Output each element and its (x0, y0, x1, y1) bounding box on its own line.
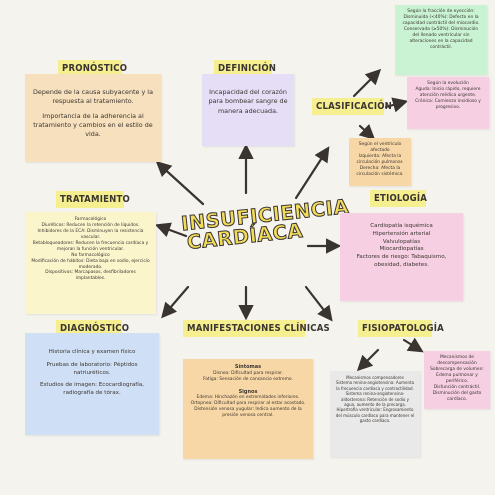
tratamiento-note: Farmacológico Diuréticos: Reducen la ret… (25, 212, 156, 314)
etiologia-item-0: Cardiopatía isquémica (370, 223, 433, 229)
sintoma-item-1: Disnea: Dificultad para respirar. (213, 370, 283, 376)
pronostico-text-2: Importancia de la adherencia al tratamie… (33, 111, 153, 139)
fisio-right-item-3: Disminución del gasto cardíaco. (432, 390, 482, 402)
tratamiento-line-4: No farmacológico (71, 252, 110, 258)
definicion-title: DEFINICIÓN (214, 60, 276, 77)
etiologia-item-1: Hipertensión arterial (372, 230, 431, 237)
arrow-clasif-to-fraccion (352, 68, 382, 98)
etiologia-item-3: Miocardiopatías (379, 246, 424, 253)
signo-item-2: Ortopnea: Dificultad para respirar al es… (190, 401, 306, 407)
fisiopatologia-title: FISIOPATOLOGÍA (358, 320, 444, 337)
etiologia-note: Cardiopatía isquémica Hipertensión arter… (340, 213, 463, 301)
tratamiento-line-6: Dispositivos: Marcapasos, desfibriladore… (45, 270, 136, 282)
pronostico-title: PRONÓSTICO (58, 60, 127, 77)
arrow-clasif-to-ventriculo (358, 123, 376, 140)
fisiopatologia-left-note: Mecanismos compensadores Sistema renina-… (330, 371, 420, 457)
manifestaciones-note: Síntomas Disnea: Dificultad para respira… (183, 359, 313, 459)
arrow-to-tratamiento (154, 222, 188, 238)
clasificacion-title: CLASIFICACIÓN (312, 98, 392, 115)
definicion-text: Incapacidad del corazón para bombear san… (208, 88, 288, 115)
clasificacion-evolucion-note: Según la evolución Aguda: Inicio rápido,… (407, 77, 489, 129)
signo-item-3: Distensión venosa yugular: Indica aument… (194, 407, 302, 419)
diagnostico-note: Historia clínica y examen físico Pruebas… (25, 333, 159, 435)
ventriculo-head: Según el ventrículo afectado (358, 142, 402, 153)
fisio-left-head: Mecanismos compensadores (346, 375, 404, 380)
fisio-left-item-3: Hipertrofia ventricular: Engrosamiento d… (335, 407, 415, 424)
fisio-left-item-1: Sistema renina-angiotensina: Aumenta la … (335, 380, 415, 391)
arrow-to-fisiopatologia (304, 285, 333, 322)
tratamiento-line-2: Inhibidores de la ECA: Disminuyen la res… (37, 228, 144, 240)
fisio-right-item-1: Sobrecarga de volumen: Edema pulmonar y … (430, 366, 484, 384)
arrow-to-pronostico (155, 161, 205, 206)
tratamiento-line-5: Modificación de hábitos: Dieta baja en s… (31, 258, 150, 270)
fisio-right-head: Mecanismos de descompensación (437, 355, 477, 366)
fraccion-item-1: Disminuida (<40%): Defecto en la capacid… (402, 14, 480, 26)
diagnostico-text-1: Historia clínica y examen físico (48, 349, 136, 355)
pronostico-text-1: Depende de la causa subyacente y la resp… (32, 88, 153, 106)
tratamiento-line-0: Farmacológico (74, 217, 107, 222)
arrow-fisio-to-left (356, 348, 380, 372)
diagnostico-title: DIAGNÓSTICO (56, 320, 129, 337)
fisio-left-item-2: Sistema renina-angiotensina-aldosterona:… (341, 391, 409, 407)
ventriculo-item-1: Izquierda: Afecta la circulación pulmona… (356, 153, 404, 165)
evolucion-item-1: Aguda: Inicio rápido, requiere atención … (415, 86, 481, 98)
fisiopatologia-right-note: Mecanismos de descompensación Sobrecarga… (424, 351, 490, 409)
tratamiento-title: TRATAMIENTO (56, 191, 130, 208)
evolucion-head: Según la evolución (427, 81, 469, 86)
fisio-right-item-2: Disfunción contráctil. (433, 384, 481, 390)
sintomas-head: Síntomas (234, 364, 262, 370)
fraccion-item-2: Conservada (≥50%): Disminución del llena… (403, 26, 479, 50)
sintoma-item-2: Fatiga: Sensación de cansancio extremo. (203, 376, 293, 382)
arrow-to-diagnostico (161, 285, 190, 319)
definicion-note: Incapacidad del corazón para bombear san… (202, 74, 294, 146)
diagnostico-text-3: Estudios de imagen: Ecocardiografía, rad… (39, 382, 145, 397)
tratamiento-line-1: Diuréticos: Reducen la retención de líqu… (41, 222, 140, 228)
manifestaciones-title: MANIFESTACIONES CLÍNICAS (183, 320, 330, 337)
etiologia-item-2: Valvulopatías (382, 238, 421, 245)
fraccion-head: Según la fracción de eyección: (407, 9, 475, 14)
evolucion-item-2: Crónica: Comienzo insidioso y progresivo… (415, 98, 481, 110)
tratamiento-line-3: Betabloqueadores: Reducen la frecuencia … (32, 240, 149, 252)
ventriculo-item-2: Derecha: Afecta la circulación sistémica… (356, 165, 404, 177)
diagnostico-text-2: Pruebas de laboratorio: Péptidos natriur… (46, 361, 138, 376)
arrow-to-clasificacion (294, 146, 330, 200)
arrow-clasif-to-evolucion (384, 97, 409, 113)
arrow-fisio-to-right (402, 337, 424, 353)
etiologia-title: ETIOLOGÍA (370, 190, 427, 207)
clasificacion-fraccion-note: Según la fracción de eyección: Disminuid… (395, 5, 487, 75)
signos-head: Signos (238, 388, 258, 395)
clasificacion-ventriculo-note: Según el ventrículo afectado Izquierda: … (349, 138, 411, 186)
pronostico-note: Depende de la causa subyacente y la resp… (25, 74, 161, 162)
signo-item-1: Edema: Hinchazón en extremidades inferio… (196, 395, 300, 401)
etiologia-item-4: Factores de riesgo: Tabaquismo, obesidad… (356, 254, 447, 269)
